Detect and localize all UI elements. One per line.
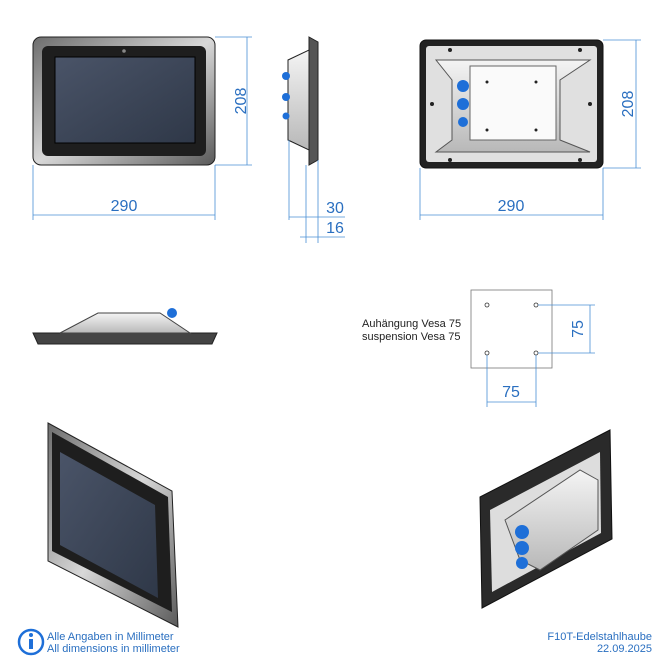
vesa-pattern bbox=[470, 289, 553, 369]
back-height-dimension: 208 bbox=[620, 91, 637, 118]
units-note-de: Alle Angaben in Millimeter bbox=[47, 631, 174, 643]
isometric-front-view bbox=[47, 422, 179, 628]
back-width-dimension: 290 bbox=[498, 198, 525, 215]
side-depth-total-dimension: 30 bbox=[326, 200, 344, 217]
vesa-label: Auhängung Vesa 75 suspension Vesa 75 bbox=[362, 318, 461, 344]
vesa-label-en: suspension Vesa 75 bbox=[362, 331, 461, 343]
units-note-en: All dimensions in millimeter bbox=[47, 643, 180, 655]
isometric-back-view bbox=[479, 429, 613, 609]
front-width-dimension: 290 bbox=[111, 198, 138, 215]
vesa-vertical-dimension: 75 bbox=[570, 320, 587, 338]
side-depth-plate-dimension: 16 bbox=[326, 220, 344, 237]
product-name: F10T-Edelstahlhaube bbox=[547, 631, 652, 643]
bottom-view bbox=[32, 308, 218, 345]
camera-icon bbox=[122, 49, 126, 53]
title-block: F10T-Edelstahlhaube 22.09.2025 bbox=[547, 631, 652, 655]
front-view bbox=[32, 36, 216, 166]
drawing-date: 22.09.2025 bbox=[596, 643, 652, 655]
vesa-label-de: Auhängung Vesa 75 bbox=[362, 318, 462, 330]
vesa-horizontal-dimension: 75 bbox=[502, 384, 520, 401]
front-height-dimension: 208 bbox=[233, 88, 250, 115]
units-note: Alle Angaben in Millimeter All dimension… bbox=[47, 631, 180, 655]
back-view bbox=[419, 39, 604, 169]
info-icon bbox=[17, 628, 45, 656]
side-view bbox=[282, 36, 319, 166]
